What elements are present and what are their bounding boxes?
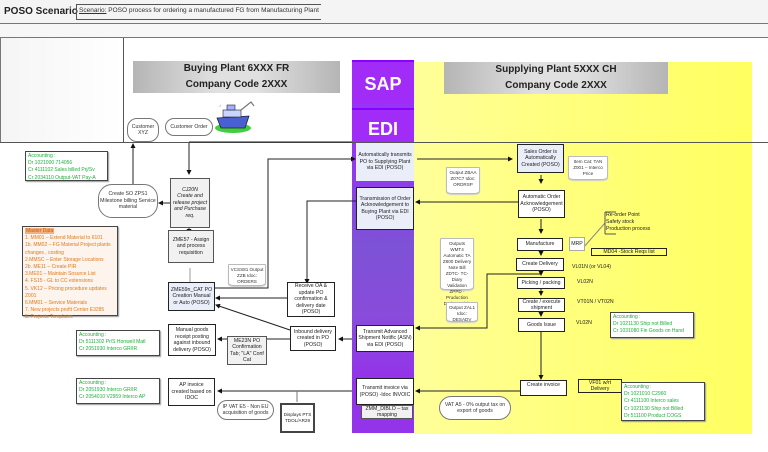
transmission-ack-node[interactable]: Transmission of Order Acknowledgement to…: [356, 187, 414, 230]
goods-issue-node[interactable]: Goods Issue: [518, 318, 565, 332]
supplying-plant-title: Supplying Plant 5XXX CH: [495, 64, 617, 75]
displays-pts-node[interactable]: Displays PTS TDOL/AR29: [280, 403, 315, 433]
supplying-plant-header: Supplying Plant 5XXX CH Company Code 2XX…: [444, 62, 668, 94]
vl02n-gi-label: VL02N: [576, 320, 592, 326]
accounting-line: Dr 2051930 Interco GR/IR: [79, 387, 138, 394]
accounting-line: Cr 2054010 V2959 Interco AP: [79, 394, 146, 401]
md04-node[interactable]: MD04 -Stock Reqs list: [591, 248, 667, 256]
master-data-item: 6.MM01 – Service Materials: [25, 300, 87, 307]
accounting-gr-box: Accounting : Dr 5111302 Pr/S Honwell Mat…: [76, 330, 160, 356]
ship-icon: ♪: [215, 101, 255, 133]
ap-invoice-node[interactable]: AP invoice created based on IDOC: [168, 378, 215, 406]
accounting-line: Cr 1031080 Fin Goods on Hand: [613, 328, 684, 335]
scenario-label: Scenario:: [79, 7, 107, 14]
sub-bar: [0, 24, 768, 38]
accounting-title: Accounting :: [79, 380, 107, 386]
ip-vat-note: IP VAT E5 - Non EU acquisition of goods: [217, 400, 274, 420]
mrp-node[interactable]: MRP: [569, 237, 585, 251]
zme57-node[interactable]: ZME57 - Assign and process requisition: [168, 230, 214, 263]
vt01n-label: VT01N / VT02N: [577, 299, 614, 305]
header-divider: [0, 142, 768, 143]
accounting-so-box: Accounting : Dr 1021000 714056 Cr 411110…: [25, 151, 108, 181]
buying-plant-header: Buying Plant 6XXX FR Company Code 2XXX: [133, 61, 340, 93]
sap-label: SAP: [352, 60, 414, 104]
auto-transmit-po-node[interactable]: Automatically transmits PO to Supplying …: [356, 143, 414, 181]
master-data-item: 7. New projects profit Center E3285: [25, 307, 105, 314]
accounting-line: Cr 4111100 Interco sales: [624, 398, 679, 405]
accounting-line: Dr 5111302 Pr/S Honwell Matl: [79, 339, 146, 346]
zmm-tax-mapping-node[interactable]: ZMM_DIBLO – tax mapping: [361, 405, 413, 419]
create-invoice-node[interactable]: Create invoice: [520, 380, 567, 396]
item-cat-doc: Item Cat: TAN Z001 – Interco Price: [568, 156, 608, 180]
accounting-line: Cr 1021130 Ship not Billed: [624, 405, 684, 412]
output-desadv-doc: Output ZAL1 Idoc: DESADV: [446, 302, 478, 322]
transmit-invoice-node[interactable]: Transmit invoice via (POSO) -Idoc INVOIC: [356, 378, 414, 405]
customer-order-node[interactable]: Customer Order: [165, 118, 213, 136]
accounting-title: Accounting :: [79, 332, 107, 338]
master-data-item: 5. VK12 – Pricing procedure updates Z001: [25, 285, 107, 299]
accounting-title: Accounting :: [613, 314, 641, 320]
mrp-note: Safety stock: [606, 219, 635, 225]
accounting-title: Accounting :: [28, 153, 56, 159]
master-data-item: 2.MMSC – Enter Storage Locations: [25, 256, 104, 263]
receive-oa-node[interactable]: Receive OA & update PO confirmation & de…: [287, 282, 335, 317]
master-data-item: 4. FS15 - GL to CC extensions: [25, 278, 93, 285]
master-data-item: 1b. MM02 – FG Material Project plants ch…: [25, 242, 111, 256]
me23n-confirmation-node[interactable]: ME23N PO Confirmation Tab; "LA" Conf Cat: [227, 336, 267, 365]
mrp-note: Production process: [606, 226, 651, 232]
cj20n-code: CJ20N: [182, 186, 198, 193]
edi-label: EDI: [352, 108, 414, 142]
customer-xyz-node[interactable]: Customer XYZ: [127, 118, 159, 142]
accounting-invoice-box: Accounting : Dr 1021010 C2960 Cr 4111100…: [621, 382, 705, 421]
inbound-delivery-node[interactable]: Inbound delivery created in PO (POSO): [290, 326, 336, 351]
create-delivery-node[interactable]: Create Delivery: [516, 258, 564, 271]
buying-plant-title: Buying Plant 6XXX FR: [183, 63, 290, 74]
accounting-line: Cr 2051930 Interco GR/IR: [79, 346, 138, 353]
accounting-line: Dr 1021010 C2960: [624, 391, 667, 398]
output-orders-doc: VCSS81 Output ZZB Idoc: ORDERS: [228, 264, 266, 286]
svg-text:♪: ♪: [219, 103, 221, 108]
mrp-notes: Re-order Point Safety stock Production p…: [606, 212, 650, 233]
accounting-ap-box: Accounting : Dr 2051930 Interco GR/IR Cr…: [76, 378, 160, 404]
accounting-gi-box: Accounting : Dr 1021130 Ship not Billed …: [610, 312, 694, 338]
scenario-text: POSO process for ordering a manufactured…: [106, 7, 319, 14]
sales-order-created-node[interactable]: Sales Order is Automatically Created (PO…: [517, 144, 564, 173]
create-shipment-node[interactable]: Create / execute shipment: [518, 298, 565, 312]
manufacture-node[interactable]: Manufacture: [517, 238, 563, 251]
accounting-line: Cr 4111102 Sales billed Prj/Sv: [28, 167, 95, 174]
cj20n-node[interactable]: CJ20N Create and release project and Pur…: [170, 178, 210, 228]
master-data-item: 8. Projects Templates: [25, 314, 73, 321]
vl02n-picking-label: VL02N: [577, 279, 593, 285]
vf01-node[interactable]: VF01 w/rt Delivery: [578, 379, 622, 393]
accounting-line: Dr 1021000 714056: [28, 160, 73, 167]
scenario-description: Scenario: POSO process for ordering a ma…: [76, 4, 321, 20]
left-header-panel: [0, 38, 124, 142]
transmit-asn-node[interactable]: Transmit Advanced Shipment Notific (ASN)…: [356, 325, 414, 352]
master-data-item: 1. MM01 – Extend Material to 6101: [25, 235, 103, 242]
vl01n-label: VL01N (or VL04): [572, 264, 611, 270]
manual-goods-receipt-node[interactable]: Manual goods receipt posting against inb…: [168, 324, 216, 356]
master-data-item: 2b. ME11 – Create PIR: [25, 264, 77, 271]
master-data-box: Master Data 1. MM01 – Extend Material to…: [22, 226, 118, 320]
master-data-item: 3.ME01 – Maintain Sosurce List: [25, 271, 96, 278]
mrp-note: Re-order Point: [606, 212, 640, 218]
vat-a5-note: VAT A5 - 0% output tax on export of good…: [439, 396, 511, 420]
accounting-line: Dr 511100 Product COGS: [624, 412, 682, 419]
auto-order-ack-node[interactable]: Automatic Order Acknowledgement (POSO): [518, 190, 565, 218]
page-title: POSO Scenario: [4, 6, 78, 17]
accounting-line: Cr 2034110 Output-VAT Pay-A: [28, 174, 96, 181]
cj20n-description: Create and release project and Purchase …: [172, 193, 208, 219]
output-ordrsp-doc: Output ZBAA Z07C7 Idoc: ORDRSP: [446, 167, 480, 194]
accounting-title: Accounting :: [624, 384, 652, 390]
supplying-company-code: Company Code 2XXX: [505, 80, 607, 91]
outputs-delivery-doc: Outputs WMT4 Automatic TA Z800 Delivery …: [440, 238, 474, 306]
master-data-title: Master Data: [25, 228, 55, 234]
create-so-node[interactable]: Create SO ZPS1 Milestone billing Service…: [98, 184, 158, 218]
picking-packing-node[interactable]: Picking / packing: [517, 277, 565, 289]
zme59n-po-creation-node[interactable]: ZME59n_CAT PO Creation Manual or Auto (P…: [168, 282, 215, 311]
buying-company-code: Company Code 2XXX: [185, 79, 288, 90]
accounting-line: Dr 1021130 Ship not Billed: [613, 321, 673, 328]
